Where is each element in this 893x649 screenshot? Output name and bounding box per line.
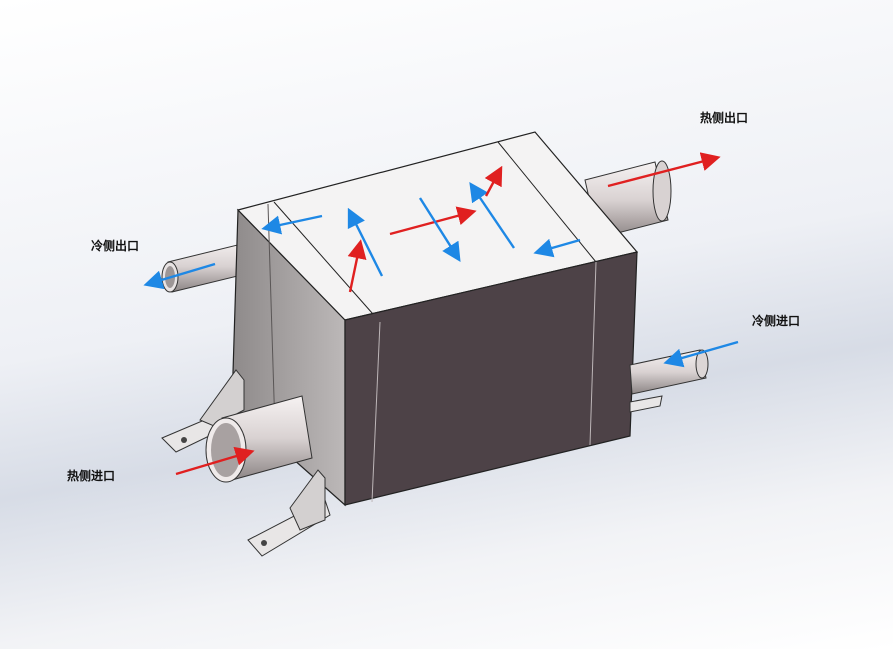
cold-outlet-arrow [143, 262, 216, 290]
top-cold-arrow-1 [261, 214, 323, 235]
flow-arrows [143, 152, 739, 476]
bracket-left [161, 369, 245, 453]
cold-inlet-label: 冷侧进口 [752, 313, 800, 328]
top-cold-arrow-3 [418, 197, 461, 263]
top-hot-arrow-2 [389, 206, 477, 236]
top-cold-arrow-2 [347, 207, 384, 277]
top-cold-arrow-5 [533, 238, 581, 258]
hot-inlet-label: 热侧进口 [67, 468, 115, 483]
top-hot-arrow-3 [484, 165, 503, 197]
top-hot-arrow-1 [347, 239, 367, 293]
cold-outlet-label: 冷侧出口 [91, 238, 139, 253]
cold-inlet-pipe [629, 349, 709, 395]
bracket-front [247, 469, 331, 557]
hot-outlet-label: 热侧出口 [700, 110, 748, 125]
bracket-right [629, 395, 663, 413]
hot-outlet-arrow [607, 152, 721, 188]
hot-inlet-arrow [175, 446, 255, 476]
cold-inlet-arrow [663, 340, 739, 368]
top-cold-arrow-4 [469, 182, 515, 249]
